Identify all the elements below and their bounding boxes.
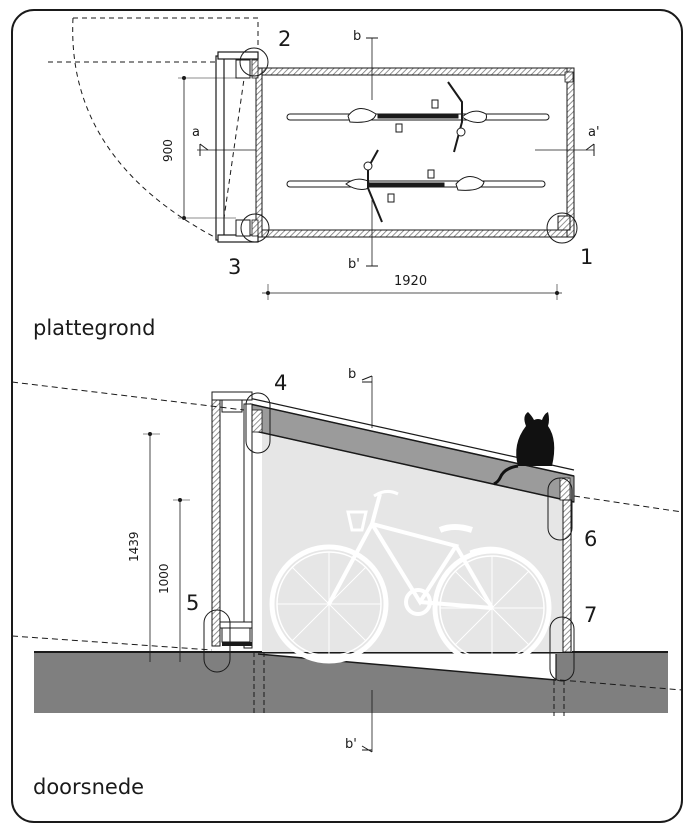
section-label-a-prime: a': [588, 125, 600, 140]
detail-capsule-7: [549, 616, 575, 682]
post-bottom: [251, 219, 259, 237]
bottom-rail: [221, 627, 251, 643]
detail-capsule-4: [245, 392, 271, 454]
detail-capsule-6: [547, 477, 573, 541]
left-wall: [211, 393, 221, 647]
plan-wall-top: [255, 67, 575, 76]
bicycle: [269, 489, 552, 668]
plan-wall-bottom: [255, 229, 575, 238]
section-label-b-prime-plan: b': [348, 257, 360, 272]
detail-circle-1: [546, 212, 578, 244]
section-label-a: a: [192, 125, 200, 140]
hinge-bottom: [235, 219, 251, 237]
door-diagonal: [221, 71, 246, 233]
door-panel: [215, 55, 225, 241]
detail-capsule-5: [203, 609, 231, 673]
dimension-label-1439: 1439: [127, 531, 141, 562]
plan-bike-top: [286, 81, 550, 153]
detail-circle-2: [239, 47, 269, 77]
dimension-label-1920: 1920: [394, 274, 427, 289]
plan-view: 900 1920 a a' b b' 1 2 3 plattegrond: [33, 17, 600, 340]
detail-label-6: 6: [584, 527, 597, 551]
section-label-b-plan: b: [353, 29, 361, 44]
foundation-lines: [253, 652, 565, 716]
plan-corner-post: [557, 215, 571, 231]
top-rail: [221, 399, 243, 413]
detail-label-2: 2: [278, 27, 291, 51]
door-swing-guide: [73, 17, 259, 48]
hinge-top: [235, 59, 251, 79]
dimension-label-1000: 1000: [157, 563, 171, 594]
detail-label-1: 1: [580, 245, 593, 269]
left-post: [243, 403, 253, 649]
right-wall: [562, 499, 572, 653]
plan-bike-bottom: [286, 149, 546, 223]
plan-wall-left: [255, 67, 263, 238]
detail-label-5: 5: [186, 591, 199, 615]
cat-silhouette: [493, 412, 555, 486]
plan-corner-post-top: [564, 71, 574, 83]
section-label-b-prime-section: b': [345, 737, 357, 752]
detail-label-3: 3: [228, 255, 241, 279]
plan-title: plattegrond: [33, 316, 155, 340]
dimension-label-900: 900: [161, 139, 175, 162]
section-title: doorsnede: [33, 775, 144, 799]
post-top: [251, 59, 259, 79]
detail-label-4: 4: [274, 371, 287, 395]
detail-circle-3: [240, 213, 270, 243]
section-label-b-section: b: [348, 367, 356, 382]
detail-label-7: 7: [584, 603, 597, 627]
door-jamb-top: [217, 51, 259, 60]
border-frame: [11, 9, 683, 823]
guide-lines: [11, 381, 683, 691]
plan-wall-right: [566, 67, 575, 238]
section-view: 1439 1000 b b' 4 5 6 7 doorsnede: [11, 367, 683, 799]
